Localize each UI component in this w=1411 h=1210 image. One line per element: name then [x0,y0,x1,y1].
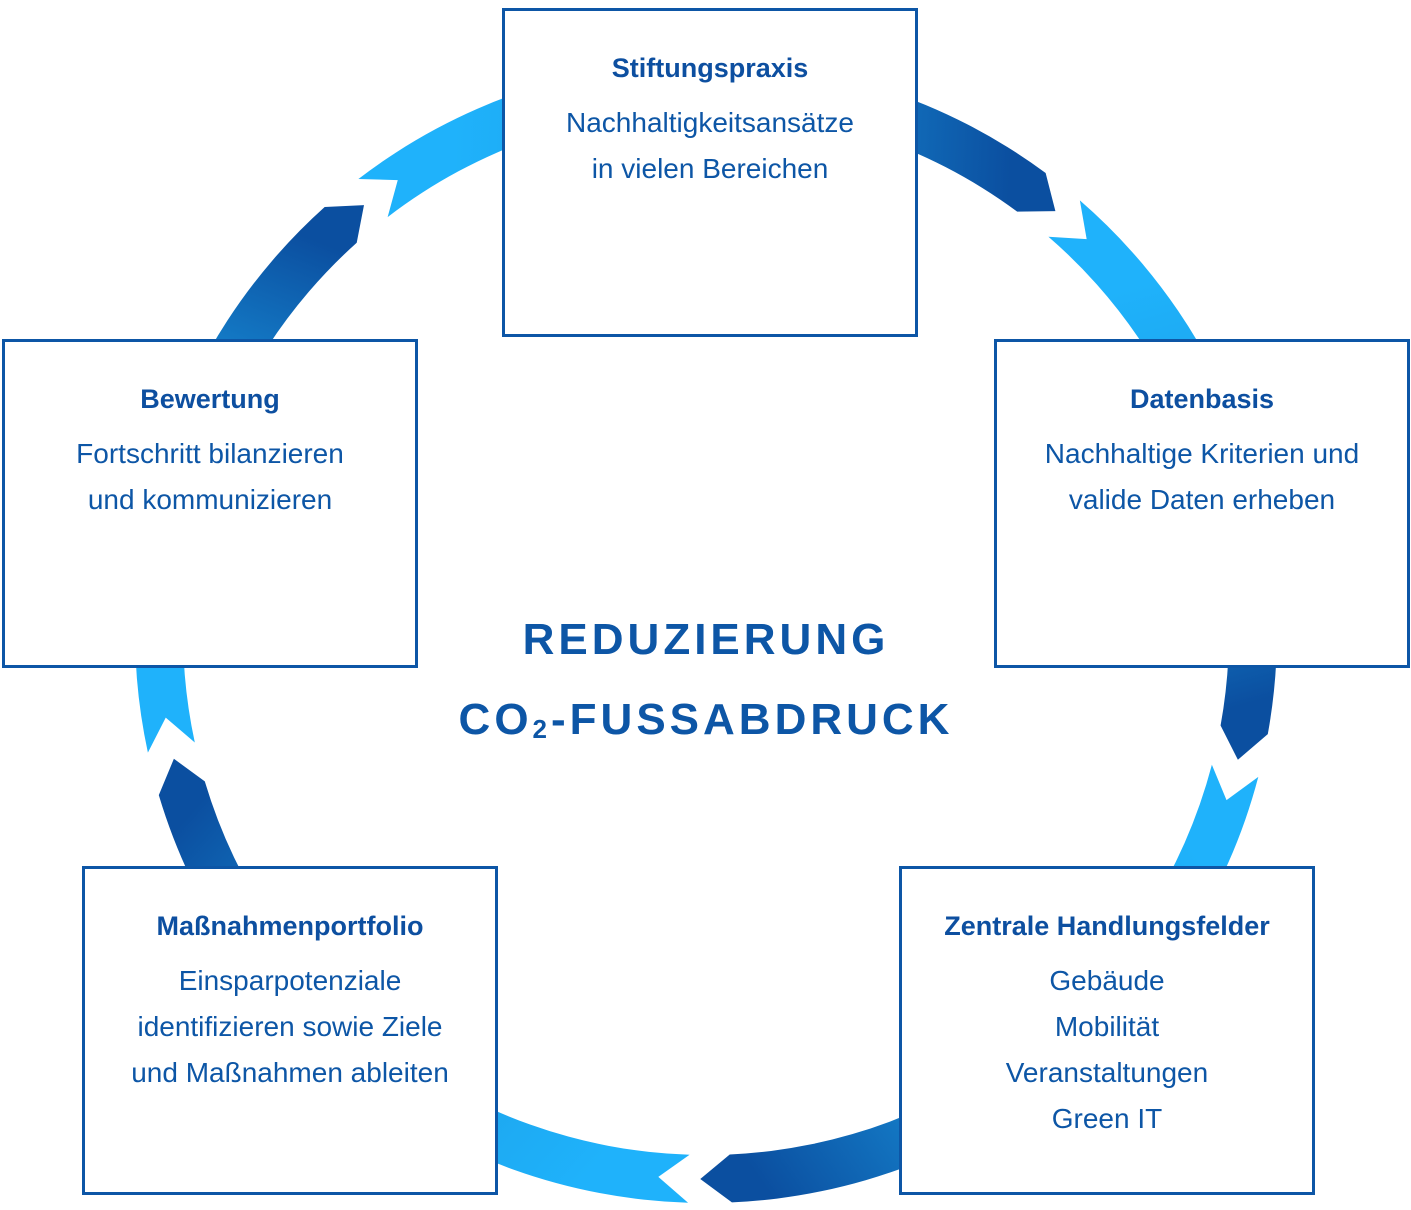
box-text: Gebäude [1049,965,1165,996]
box-text: valide Daten erheben [1068,484,1336,515]
box-bewertung: Bewertung Fortschritt bilanzieren und ko… [2,339,418,668]
box-text: und Maßnahmen ableiten [131,1057,449,1088]
box-text: Green IT [1051,1103,1163,1134]
box-text: identifizieren sowie Ziele [137,1011,443,1042]
box-text: Mobilität [1054,1011,1160,1042]
box-text: Veranstaltungen [1005,1057,1209,1088]
box-text: Nachhaltige Kriterien und [1044,438,1360,469]
box-title: Maßnahmenportfolio [156,911,424,941]
box-text: und kommunizieren [87,484,333,515]
center-co: CO [458,695,533,744]
box-datenbasis: Datenbasis Nachhaltige Kriterien und val… [994,339,1410,668]
center-title-line2: CO2-FUSSABDRUCK [406,695,1006,745]
box-text: in vielen Bereichen [591,153,829,184]
box-massnahmenportfolio: Maßnahmenportfolio Einsparpotenziale ide… [82,866,498,1195]
center-fussabdruck: -FUSSABDRUCK [551,695,954,744]
box-title: Bewertung [140,384,280,414]
box-zentrale-handlungsfelder: Zentrale Handlungsfelder Gebäude Mobilit… [899,866,1315,1195]
box-text: Einsparpotenziale [178,965,402,996]
center-subscript: 2 [532,714,552,744]
box-title: Datenbasis [1129,384,1275,414]
box-title: Stiftungspraxis [611,53,809,83]
box-text: Fortschritt bilanzieren [76,438,344,469]
center-title-text: REDUZIERUNG [522,615,890,664]
box-text: Nachhaltigkeitsansätze [566,107,854,138]
center-title-line1: REDUZIERUNG [406,615,1006,665]
box-stiftungspraxis: Stiftungspraxis Nachhaltigkeitsansätze i… [502,8,918,337]
box-title: Zentrale Handlungsfelder [944,911,1270,941]
